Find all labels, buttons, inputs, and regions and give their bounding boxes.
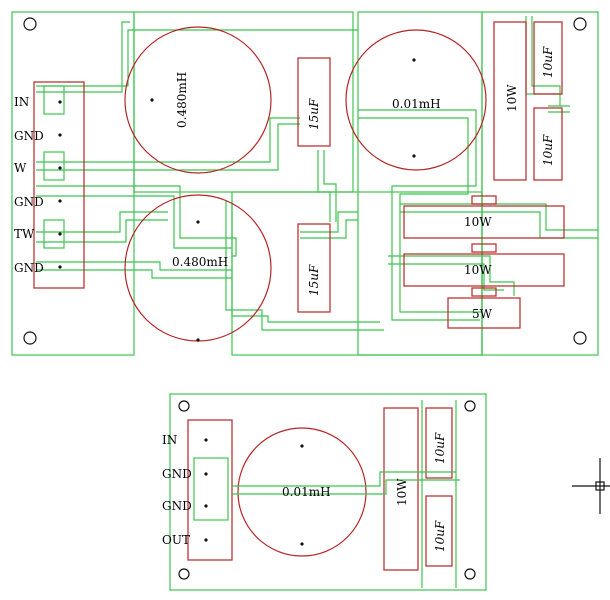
pad-dot: [412, 154, 416, 158]
board-outline-top-right: [357, 11, 483, 356]
board-outline-left: [11, 11, 135, 356]
trace-vertical-center: [225, 200, 384, 331]
trace-cap-link: [317, 150, 337, 222]
bottom-hole-tr: [464, 400, 476, 412]
label-res-3: 10W: [464, 263, 492, 277]
label-res-4: 5W: [472, 307, 493, 321]
label-inductor-3: 0.01mH: [392, 97, 441, 111]
pad-dot: [300, 542, 304, 546]
bottom-hole-br: [464, 568, 476, 580]
pad-dot: [150, 98, 154, 102]
resistor-10w-2: [403, 253, 565, 287]
label-w: W: [14, 161, 27, 175]
label-gnd-3: GND: [14, 261, 44, 275]
pad-dot: [196, 220, 200, 224]
label-bottom-inductor: 0.01mH: [282, 485, 331, 499]
label-inductor-1: 0.480mH: [175, 72, 189, 128]
inductor-circle-1: [124, 26, 272, 174]
trace-right-bus: [358, 109, 482, 321]
mount-hole-br: [573, 331, 587, 345]
trace-w: [36, 117, 300, 171]
pad-dot: [58, 100, 62, 104]
resistor-10w-vertical: [493, 21, 527, 181]
label-bottom-gnd-1: GND: [162, 467, 192, 481]
label-bottom-res: 10W: [395, 478, 409, 506]
pad-tw: [43, 219, 65, 249]
label-cap-3: 10uF: [541, 46, 555, 78]
pad-dot: [204, 438, 208, 442]
mount-hole-tr: [573, 17, 587, 31]
pad-dot: [58, 232, 62, 236]
label-in: IN: [14, 95, 29, 109]
bottom-capacitor-upper: [425, 407, 453, 479]
mount-hole-tl: [23, 17, 37, 31]
crosshair-icon: [572, 458, 610, 514]
label-inductor-2: 0.480mH: [172, 255, 228, 269]
pad-dot: [204, 538, 208, 542]
pad-w: [43, 151, 65, 181]
label-cap-2: 15uF: [307, 264, 321, 296]
pad-dot: [412, 58, 416, 62]
label-cap-4: 10uF: [541, 134, 555, 166]
label-bottom-out: OUT: [162, 533, 190, 547]
label-bottom-in: IN: [162, 433, 177, 447]
resistor-lead-1: [471, 195, 497, 205]
bottom-trace-caps: [421, 400, 457, 588]
trace-gnd-lower: [36, 261, 232, 279]
pad-dot: [58, 166, 62, 170]
top-board: [11, 11, 599, 356]
pad-dot: [58, 265, 62, 269]
pad-in: [43, 85, 65, 115]
crosshair-box: [595, 481, 605, 491]
bottom-capacitor-lower: [425, 495, 453, 567]
trace-tw: [36, 211, 168, 243]
pad-dots: [58, 58, 416, 546]
board-outline-right: [481, 11, 599, 356]
trace-cap-bridge: [300, 211, 358, 239]
pad-dot: [204, 472, 208, 476]
pad-dot: [58, 199, 62, 203]
label-bottom-gnd-2: GND: [162, 499, 192, 513]
resistor-lead-3: [471, 287, 497, 297]
bottom-hole-tl: [178, 400, 190, 412]
connector-block-bottom: [187, 419, 233, 561]
capacitor-15uf-top: [297, 57, 331, 147]
inductor-circle-3: [345, 29, 487, 171]
trace-res-bridge: [400, 203, 598, 239]
label-gnd-2: GND: [14, 195, 44, 209]
label-bottom-cap-1: 10uF: [433, 432, 447, 464]
pad-dot: [204, 504, 208, 508]
resistor-10w-1: [403, 205, 565, 239]
resistor-5w: [447, 297, 521, 329]
pad-dot: [196, 338, 200, 342]
label-gnd-1: GND: [14, 129, 44, 143]
capacitor-10uf-upper: [533, 21, 563, 95]
pad-dot: [300, 444, 304, 448]
mount-hole-bl: [23, 331, 37, 345]
connector-block-top: [33, 81, 85, 289]
bottom-board-outline: [169, 393, 487, 591]
trace-w-down: [36, 185, 237, 257]
label-cap-1: 15uF: [307, 98, 321, 130]
label-res-1: 10W: [505, 84, 519, 112]
trace-res-lower: [388, 255, 515, 296]
pad-dot: [58, 133, 62, 137]
bottom-hole-bl: [178, 568, 190, 580]
label-bottom-cap-2: 10uF: [433, 520, 447, 552]
label-res-2: 10W: [464, 215, 492, 229]
bottom-resistor-10w: [383, 407, 419, 571]
bottom-trace-main: [232, 471, 460, 495]
label-tw: TW: [14, 227, 35, 241]
capacitor-10uf-lower: [533, 107, 563, 181]
resistor-lead-2: [471, 243, 497, 253]
trace-in-upper: [36, 21, 358, 93]
bottom-pad-gnd: [193, 457, 229, 521]
bottom-inductor-circle: [237, 427, 367, 557]
capacitor-15uf-bottom: [297, 223, 331, 313]
